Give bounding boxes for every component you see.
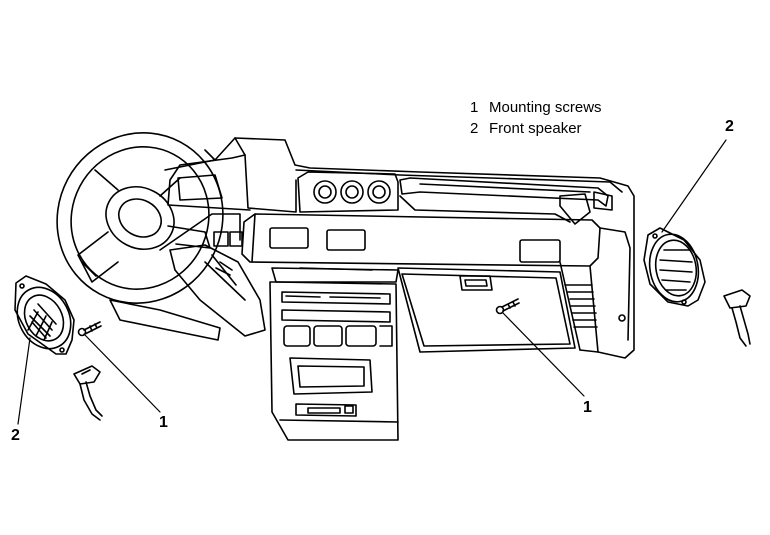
- callout-center-screw: 1: [583, 399, 592, 416]
- right-front-speaker: [643, 227, 706, 307]
- legend-text: Mounting screws: [489, 99, 602, 116]
- leader-right-speaker: [661, 139, 727, 233]
- glove-box: [397, 267, 576, 353]
- legend-number: 2: [470, 120, 479, 137]
- center-mounting-screw: [495, 298, 520, 315]
- leader-center-screw: [502, 312, 585, 397]
- steering-wheel: [56, 132, 224, 304]
- legend-item: 1 Mounting screws: [470, 97, 602, 118]
- callout-left-screw: 1: [159, 414, 168, 431]
- leader-left-speaker: [17, 337, 31, 425]
- dashboard-body: [164, 137, 635, 359]
- right-speaker-connector: [723, 289, 751, 347]
- legend-text: Front speaker: [489, 120, 582, 137]
- callout-left-speaker: 2: [11, 427, 20, 444]
- legend: 1 Mounting screws 2 Front speaker: [470, 97, 602, 139]
- left-front-speaker: [14, 275, 75, 355]
- callout-right-speaker: 2: [725, 118, 734, 135]
- center-console: [269, 267, 399, 441]
- left-speaker-connector: [73, 365, 103, 421]
- legend-number: 1: [470, 99, 479, 116]
- steering-column: [109, 213, 266, 341]
- legend-item: 2 Front speaker: [470, 118, 602, 139]
- leader-lines: [17, 139, 727, 425]
- leader-left-screw: [83, 333, 161, 413]
- left-mounting-screw: [77, 321, 102, 337]
